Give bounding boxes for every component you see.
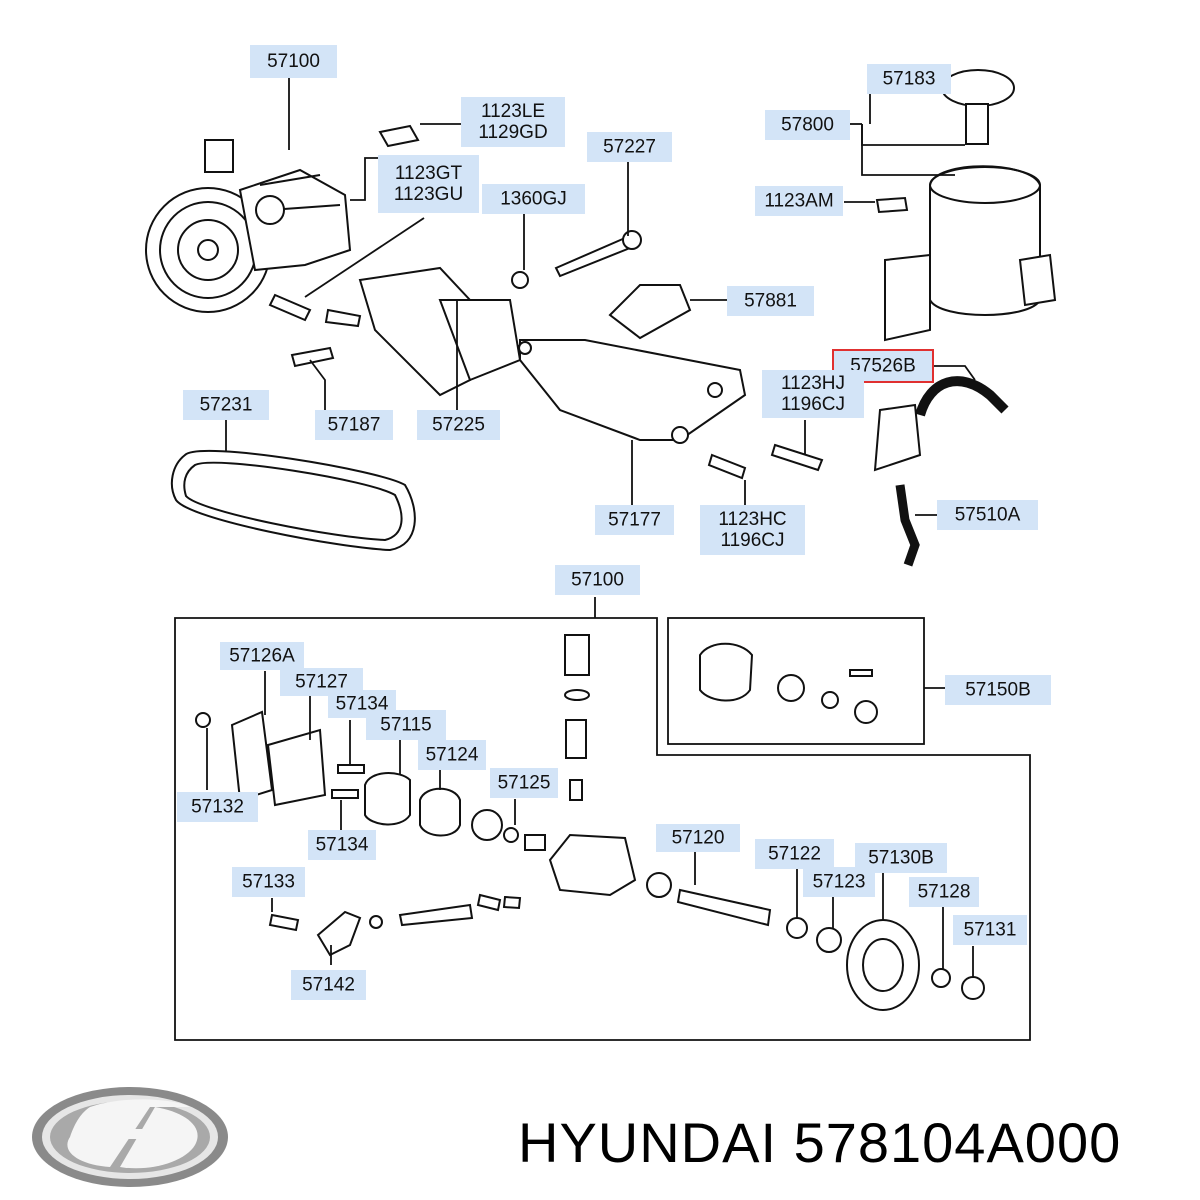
callout-label: 57126A [220, 642, 304, 670]
callout-label: 57122 [755, 839, 834, 869]
callout-label: 57881 [727, 286, 814, 316]
callout-text: 57126A [229, 646, 295, 667]
callout-label: 57120 [656, 824, 740, 852]
callout-label: 57131 [953, 915, 1027, 945]
callout-text: 1196CJ [781, 394, 845, 415]
callout-text: 57134 [316, 835, 369, 856]
callout-text: 57510A [955, 505, 1021, 526]
callout-text: 1360GJ [500, 189, 567, 210]
callout-label: 57225 [417, 410, 500, 440]
callout-text: 57142 [302, 975, 355, 996]
callout-text: 57187 [328, 415, 381, 436]
callout-text: 57177 [608, 510, 661, 531]
callout-label: 57133 [232, 867, 305, 897]
callout-text: 57100 [267, 51, 320, 72]
callout-text: 1123GT [395, 163, 463, 184]
part-number-caption: HYUNDAI 578104A000 [518, 1111, 1122, 1174]
exploded-parts-drawing [195, 634, 985, 1011]
hoses-drawing [873, 376, 1009, 567]
callout-label: 57227 [587, 132, 672, 162]
reservoir-drawing [884, 69, 1057, 342]
callout-text: 57131 [964, 920, 1017, 941]
callout-text: 57120 [672, 828, 725, 849]
callout-text: 57127 [295, 672, 348, 693]
callout-text: 57134 [336, 694, 389, 715]
callout-label: 57510A [937, 500, 1038, 530]
callout-text: 1123GU [394, 184, 463, 205]
mounting-brackets-drawing [358, 266, 747, 444]
callout-text: 57231 [200, 395, 253, 416]
callout-text: 57122 [768, 844, 821, 865]
callout-text: 1123LE [481, 101, 545, 122]
callout-text: 57150B [965, 680, 1031, 701]
callout-label: 57128 [909, 877, 979, 907]
callout-text: 1129GD [478, 122, 547, 143]
leader-lines [206, 78, 976, 978]
callout-text: 57128 [918, 882, 971, 903]
callout-text: 57183 [883, 69, 936, 90]
callout-label: 57123 [803, 867, 875, 897]
callout-label: 57100 [250, 45, 337, 78]
callout-text: 1196CJ [720, 530, 784, 551]
callout-label: 57134 [308, 830, 376, 860]
callout-label: 57132 [177, 792, 258, 822]
callout-text: 57124 [426, 745, 479, 766]
callout-text: 1123HJ [781, 373, 845, 394]
drive-belt-drawing [170, 449, 416, 552]
bolts-drawing [268, 124, 909, 480]
callout-text: 1123AM [764, 191, 833, 212]
callout-label: 57187 [315, 410, 393, 440]
callout-label: 57177 [595, 505, 674, 535]
callout-label: 57150B [945, 675, 1051, 705]
callout-label: 1360GJ [482, 184, 585, 214]
callout-label: 57231 [183, 390, 269, 420]
hyundai-logo [32, 1087, 228, 1187]
callout-text: 57881 [744, 291, 797, 312]
callout-label: 1123AM [755, 186, 843, 216]
callout-text: 57526B [850, 356, 916, 377]
callout-text: 57125 [498, 773, 551, 794]
exploded-view-frame [174, 617, 1031, 1041]
callout-text: 57100 [571, 570, 624, 591]
callout-text: 57123 [813, 872, 866, 893]
callout-label: 57183 [867, 64, 951, 94]
callout-text: 1123HC [718, 509, 786, 530]
power-steering-pump-drawing [145, 139, 352, 313]
callout-text: 57227 [603, 137, 656, 158]
callout-label: 57115 [366, 710, 446, 740]
callout-text: 57115 [380, 715, 431, 736]
callout-label: 57125 [490, 768, 558, 798]
callout-text: 57132 [191, 797, 244, 818]
callout-text: 57225 [432, 415, 485, 436]
callout-label: 57100 [555, 565, 640, 595]
callout-text: 57800 [781, 115, 834, 136]
callout-label: 57800 [765, 110, 850, 140]
callout-text: 57133 [242, 872, 295, 893]
callout-text: 57130B [868, 848, 934, 869]
callout-label: 57124 [418, 740, 486, 770]
callout-label: 57142 [291, 970, 366, 1000]
